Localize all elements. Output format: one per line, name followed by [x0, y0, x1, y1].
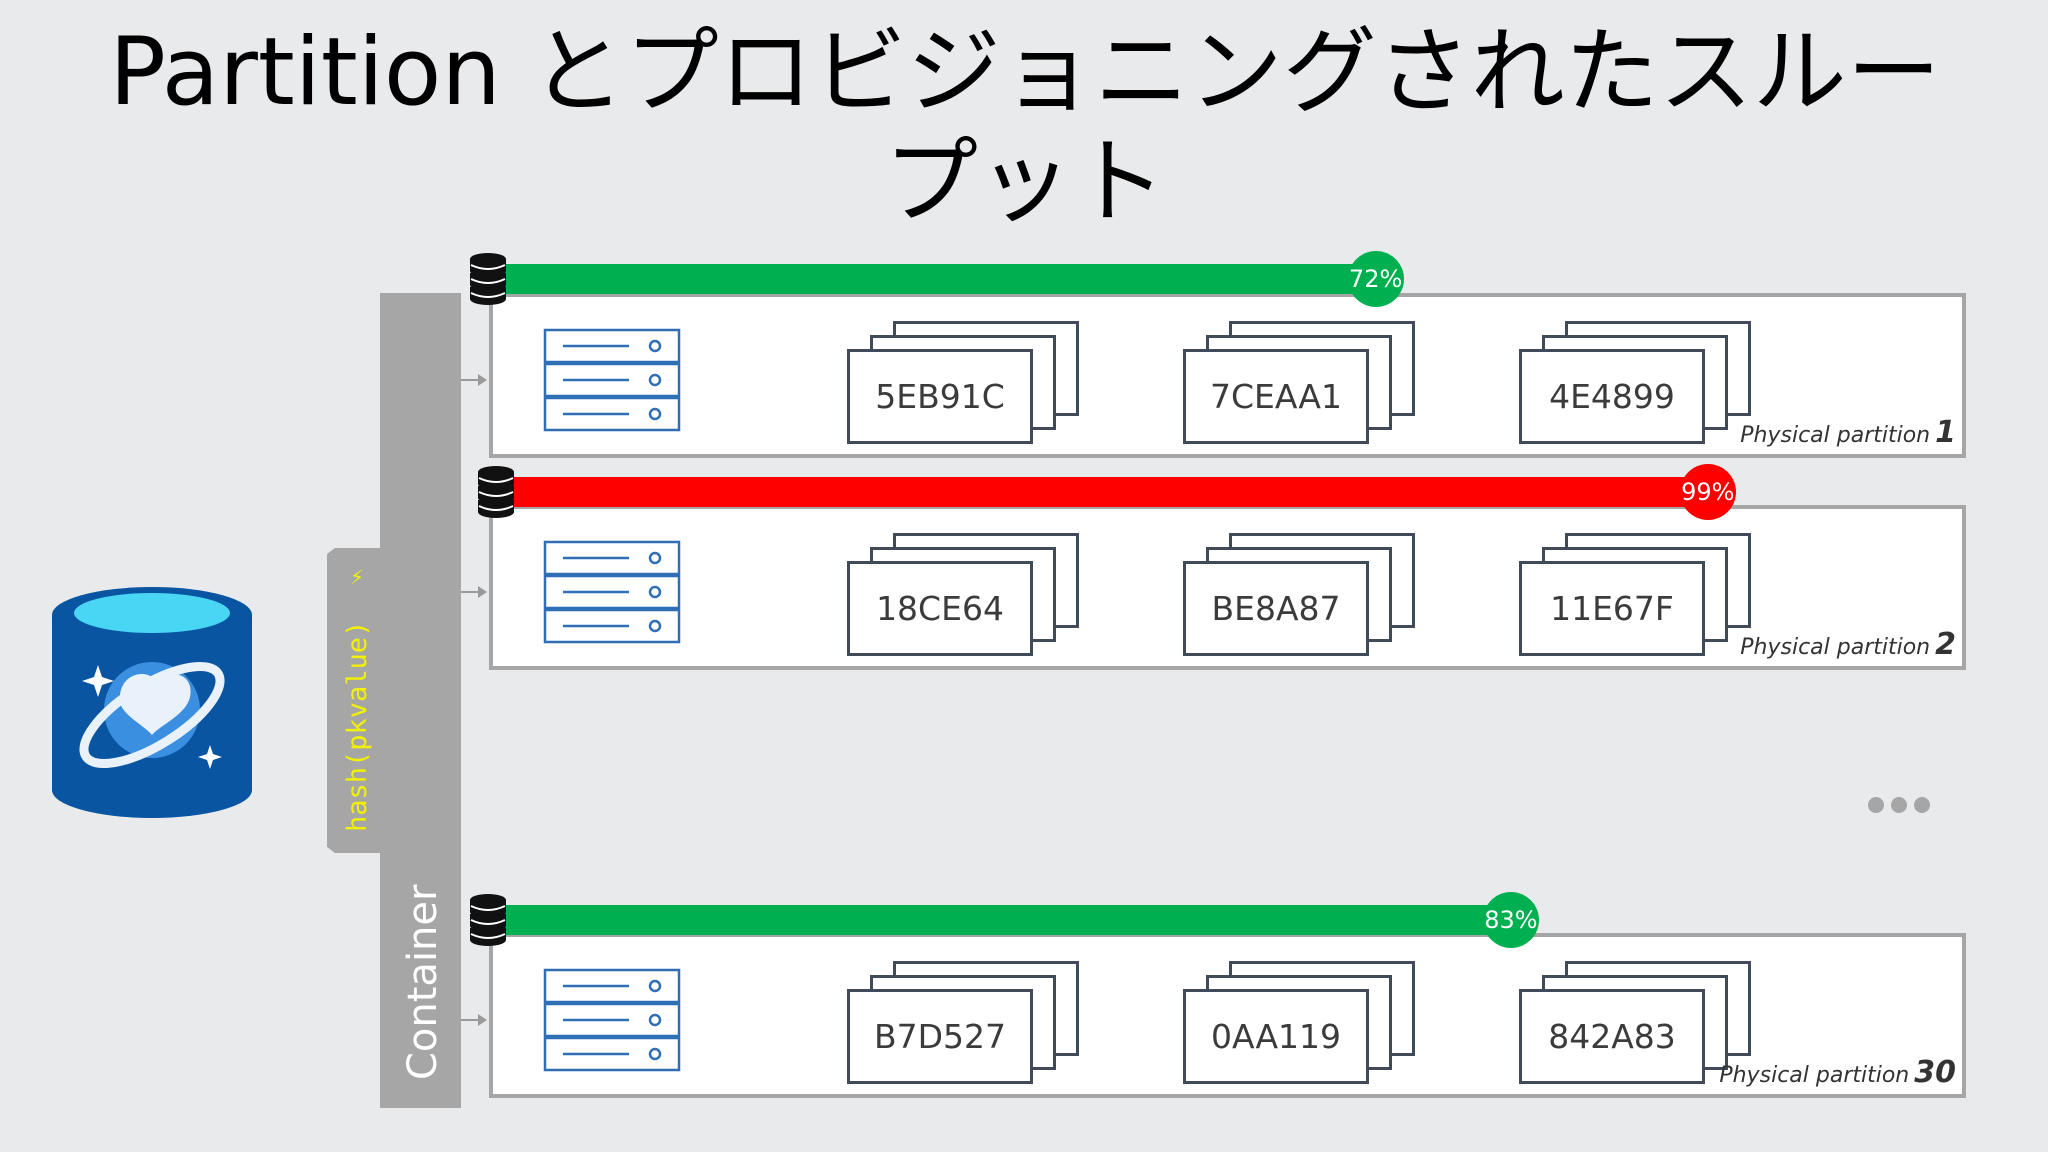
partition-key-stack: 7CEAA1: [1183, 321, 1418, 444]
container-column: [380, 293, 461, 1108]
partition-label-text: Physical partition: [1719, 1063, 1910, 1088]
server-icon: [543, 540, 681, 648]
page-title: Partition とプロビジョニングされたスルー プット: [60, 18, 1990, 238]
partition-key: 842A83: [1519, 989, 1705, 1084]
title-line-2: プット: [883, 128, 1166, 237]
partition-key-stack: 4E4899: [1519, 321, 1754, 444]
partition-key-stack: 0AA119: [1183, 961, 1418, 1084]
partition-key-stack: 18CE64: [847, 533, 1082, 656]
server-icon: [543, 328, 681, 436]
routing-arrow: [461, 1014, 487, 1026]
title-line-1: Partition とプロビジョニングされたスルー: [109, 18, 1941, 127]
throughput-bar: [490, 905, 1511, 935]
throughput-bar: [498, 477, 1708, 507]
hash-function-label: hash(pkvalue): [342, 620, 373, 832]
partition-key-stack: BE8A87: [1183, 533, 1418, 656]
database-icon: [468, 892, 508, 952]
partition-key: 5EB91C: [847, 349, 1033, 444]
partition-number: 30: [1914, 1055, 1956, 1090]
partition-number: 1: [1935, 415, 1956, 450]
partition-key: 4E4899: [1519, 349, 1705, 444]
more-partitions-ellipsis: [1868, 797, 1930, 813]
container-label: Container: [400, 884, 446, 1080]
partition-key-stack: B7D527: [847, 961, 1082, 1084]
partition-key-stack: 5EB91C: [847, 321, 1082, 444]
database-icon: [476, 464, 516, 524]
partition-key: 7CEAA1: [1183, 349, 1369, 444]
partition-key: BE8A87: [1183, 561, 1369, 656]
partition-label-text: Physical partition: [1740, 423, 1931, 448]
routing-arrow: [461, 374, 487, 386]
server-icon: [543, 968, 681, 1076]
partition-key-stack: 842A83: [1519, 961, 1754, 1084]
partition-key: 18CE64: [847, 561, 1033, 656]
partition-label-text: Physical partition: [1740, 635, 1931, 660]
partition-number: 2: [1935, 627, 1956, 662]
partition-key: 0AA119: [1183, 989, 1369, 1084]
partition-key-stack: 11E67F: [1519, 533, 1754, 656]
cosmos-db-icon: [50, 575, 255, 839]
database-icon: [468, 251, 508, 311]
partition-key: B7D527: [847, 989, 1033, 1084]
throughput-percent-badge: 99%: [1679, 464, 1736, 520]
routing-arrow: [461, 586, 487, 598]
partition-key: 11E67F: [1519, 561, 1705, 656]
throughput-percent-badge: 83%: [1482, 892, 1539, 948]
lightning-icon: ⚡: [350, 565, 365, 589]
throughput-bar: [490, 264, 1376, 294]
hash-tab: [327, 548, 383, 853]
throughput-percent-badge: 72%: [1347, 251, 1404, 307]
